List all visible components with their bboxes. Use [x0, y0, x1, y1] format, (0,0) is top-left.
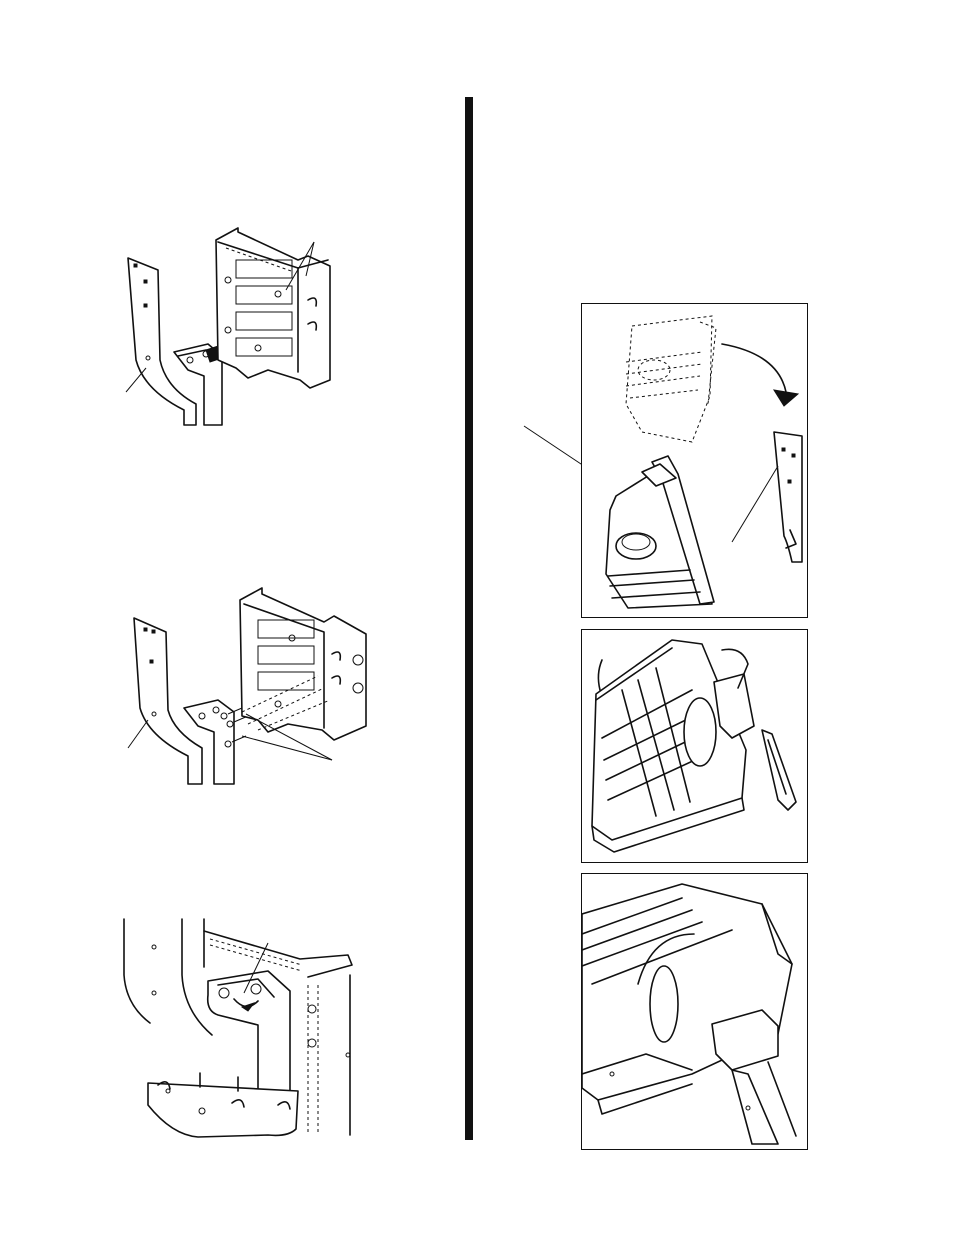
figure-unit-hands	[581, 629, 808, 863]
unit-seated-on-bracket-illustration	[582, 874, 806, 1148]
bracket-insert-arrow-illustration	[118, 220, 438, 435]
figure-unit-lower	[581, 303, 808, 618]
figure-unit-seated	[581, 873, 808, 1150]
figure-bracket-screws	[118, 580, 438, 800]
unit-lowering-onto-bracket-illustration	[582, 304, 806, 616]
figure-bracket-insert	[118, 220, 438, 435]
figure-bracket-detail	[118, 915, 358, 1155]
unit-placement-with-hands-illustration	[582, 630, 806, 861]
bracket-mounted-detail-illustration	[118, 915, 358, 1155]
bracket-screw-attachment-illustration	[118, 580, 438, 800]
column-divider	[465, 97, 473, 1140]
